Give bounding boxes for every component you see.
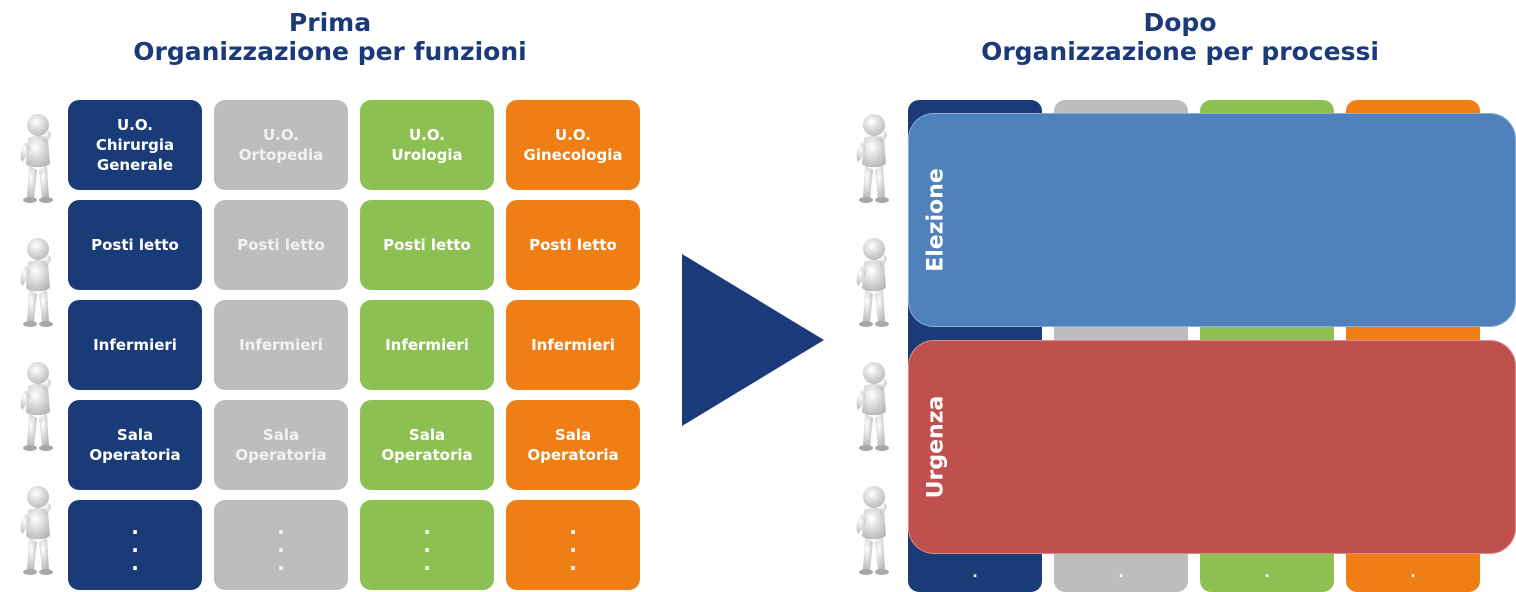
function-cell: Posti letto xyxy=(68,200,202,290)
before-title: Prima xyxy=(288,8,372,37)
person-thinking-icon xyxy=(850,236,894,336)
process-band-elezione xyxy=(908,113,1516,327)
after-subtitle: Organizzazione per processi xyxy=(981,37,1379,66)
after-title: Dopo xyxy=(1143,8,1217,37)
person-thinking-icon xyxy=(14,236,58,336)
person-thinking-icon xyxy=(850,360,894,460)
function-cell: Sala Operatoria xyxy=(214,400,348,490)
person-thinking-icon xyxy=(14,484,58,584)
function-cell: U.O. Ortopedia xyxy=(214,100,348,190)
function-cell: . . . xyxy=(214,500,348,590)
function-cell: U.O. Ginecologia xyxy=(506,100,640,190)
function-cell: Infermieri xyxy=(214,300,348,390)
function-cell: Infermieri xyxy=(68,300,202,390)
function-cell: . . . xyxy=(68,500,202,590)
function-cell: . . . xyxy=(360,500,494,590)
before-subtitle: Organizzazione per funzioni xyxy=(133,37,527,66)
function-cell: Infermieri xyxy=(360,300,494,390)
column-dot: . xyxy=(1410,565,1416,581)
column-dot: . xyxy=(1118,565,1124,581)
function-cell: U.O. Urologia xyxy=(360,100,494,190)
after-heading: Dopo Organizzazione per processi xyxy=(920,8,1440,66)
function-cell: Sala Operatoria xyxy=(68,400,202,490)
person-thinking-icon xyxy=(850,484,894,584)
function-cell: Posti letto xyxy=(214,200,348,290)
person-thinking-icon xyxy=(850,112,894,212)
column-dot: . xyxy=(972,565,978,581)
function-cell: . . . xyxy=(506,500,640,590)
person-thinking-icon xyxy=(14,112,58,212)
column-dot: . xyxy=(1264,565,1270,581)
function-cell: Posti letto xyxy=(360,200,494,290)
function-cell: U.O. Chirurgia Generale xyxy=(68,100,202,190)
process-label-urgenza: Urgenza xyxy=(923,395,949,499)
person-thinking-icon xyxy=(14,360,58,460)
function-cell: Posti letto xyxy=(506,200,640,290)
process-label-elezione: Elezione xyxy=(923,168,949,272)
function-cell: Sala Operatoria xyxy=(360,400,494,490)
function-cell: Sala Operatoria xyxy=(506,400,640,490)
function-cell: Infermieri xyxy=(506,300,640,390)
process-band-urgenza xyxy=(908,340,1516,554)
transition-arrow-icon xyxy=(682,254,824,426)
before-heading: Prima Organizzazione per funzioni xyxy=(90,8,570,66)
